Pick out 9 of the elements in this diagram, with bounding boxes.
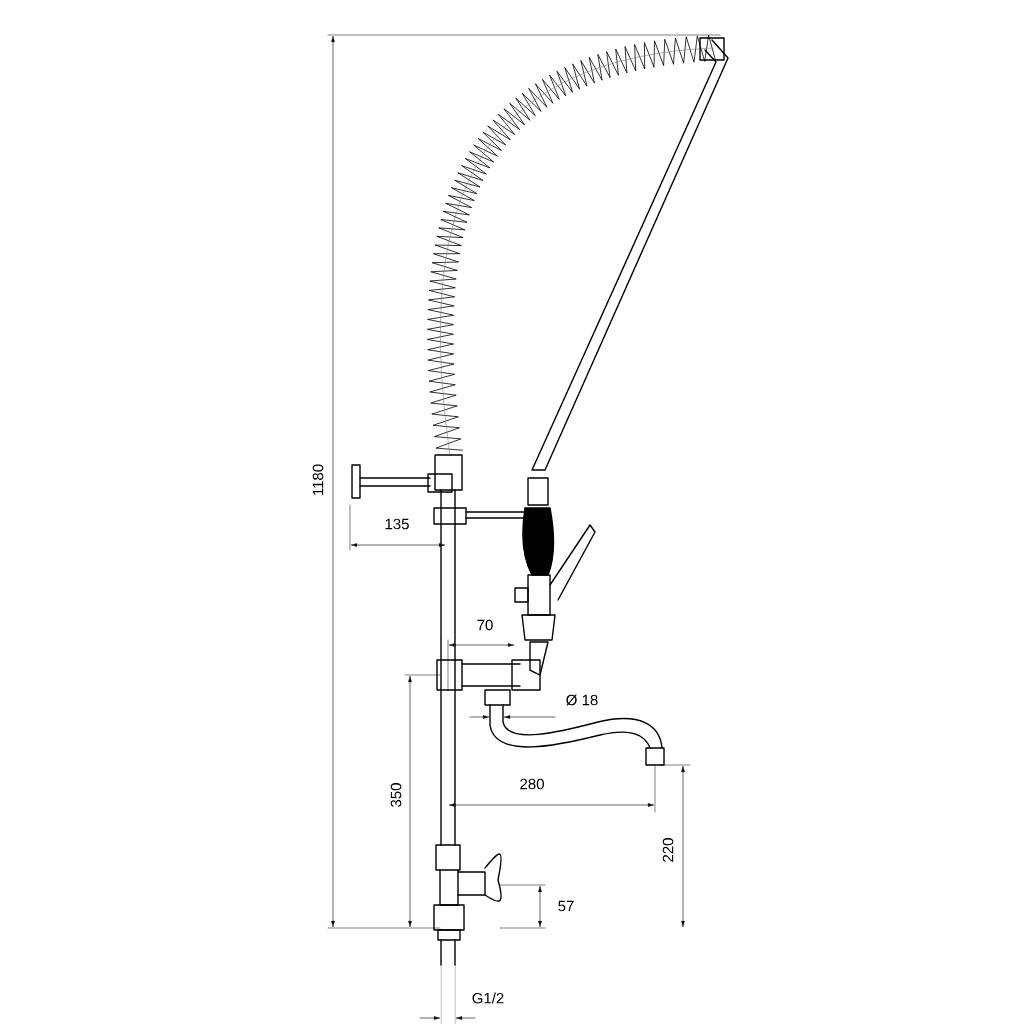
dimension-label: 220	[662, 838, 674, 862]
dimension-label: 1180	[312, 464, 324, 495]
dimension-label: 350	[390, 783, 402, 807]
dimension-label: G1/2	[472, 992, 504, 1004]
dimension-label: 70	[477, 619, 493, 631]
dimension-label: 280	[520, 778, 544, 790]
dimension-label: 57	[558, 900, 574, 912]
dimension-label: 135	[385, 518, 409, 530]
dimension-label: Ø 18	[566, 694, 598, 706]
